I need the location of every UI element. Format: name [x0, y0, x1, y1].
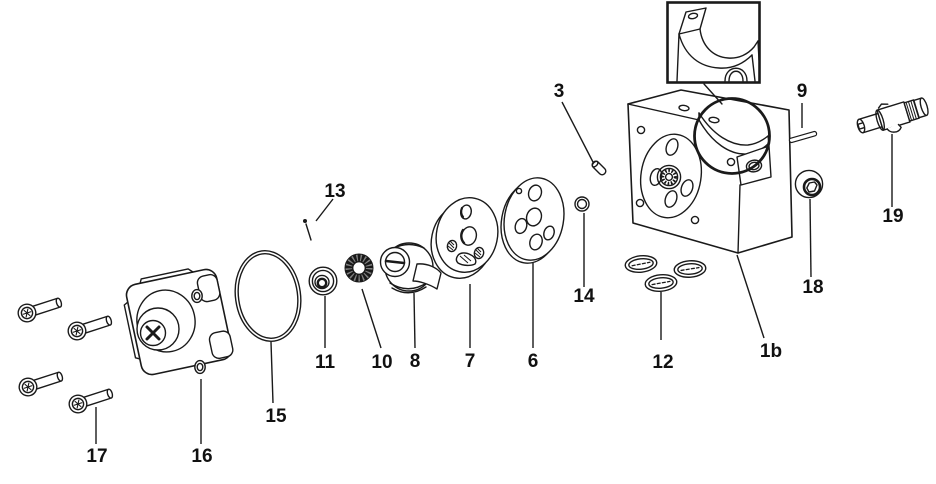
o-ring-14: [574, 196, 590, 212]
callout-19: 19: [882, 206, 903, 227]
screw-icon: [16, 366, 66, 399]
callout-7: 7: [465, 351, 476, 372]
pin-3: [591, 160, 607, 176]
leader-line-15: [270, 341, 274, 404]
leader-lines: [95, 101, 893, 444]
callout-labels: 3 9 19 13 14 18 1b 11 10 8 7 6 12 15 16 …: [86, 81, 903, 467]
bushing-18: [794, 169, 824, 199]
callout-13: 13: [324, 181, 345, 202]
o-ring-icon: [643, 272, 679, 294]
callout-8: 8: [410, 351, 421, 372]
callout-9: 9: [797, 81, 808, 102]
leader-line-18: [809, 198, 812, 278]
leader-line-10: [361, 288, 382, 349]
screw-icon: [65, 310, 115, 343]
o-rings-12: [623, 253, 708, 294]
callout-3: 3: [554, 81, 565, 102]
leader-line-8: [413, 292, 416, 349]
rotor-8: [379, 242, 442, 294]
screw-icon: [15, 292, 65, 325]
flange-cover-16: [123, 268, 234, 376]
bushing-10: [344, 253, 374, 283]
callout-10: 10: [371, 352, 392, 373]
wear-plate-7: [430, 197, 499, 279]
magnifier-connector-line: [703, 83, 723, 105]
pin-13: [303, 219, 312, 241]
callout-18: 18: [802, 277, 823, 298]
port-plate-6: [500, 177, 565, 264]
o-ring-icon: [672, 259, 708, 279]
pump-housing-1b: [627, 89, 793, 254]
callout-12: 12: [652, 352, 673, 373]
screws-17: [15, 292, 116, 416]
magnifier-circle: [693, 97, 771, 175]
pin-9: [788, 130, 818, 144]
leader-line-1b: [736, 254, 765, 339]
callout-17: 17: [86, 446, 107, 467]
seal-washer-11: [308, 266, 338, 296]
o-ring-15: [234, 250, 302, 342]
callout-1b: 1b: [760, 341, 782, 362]
leader-line-13: [315, 198, 334, 222]
callout-16: 16: [191, 446, 212, 467]
callout-14: 14: [573, 286, 595, 307]
callout-11: 11: [315, 352, 336, 373]
x-mark: [145, 325, 161, 341]
screw-icon: [66, 383, 116, 416]
callout-6: 6: [528, 351, 539, 372]
callout-15: 15: [265, 406, 287, 427]
drive-shaft-19: [856, 97, 929, 134]
o-ring-icon: [623, 253, 659, 275]
detail-inset: [666, 1, 761, 84]
leader-line-3: [561, 101, 595, 165]
